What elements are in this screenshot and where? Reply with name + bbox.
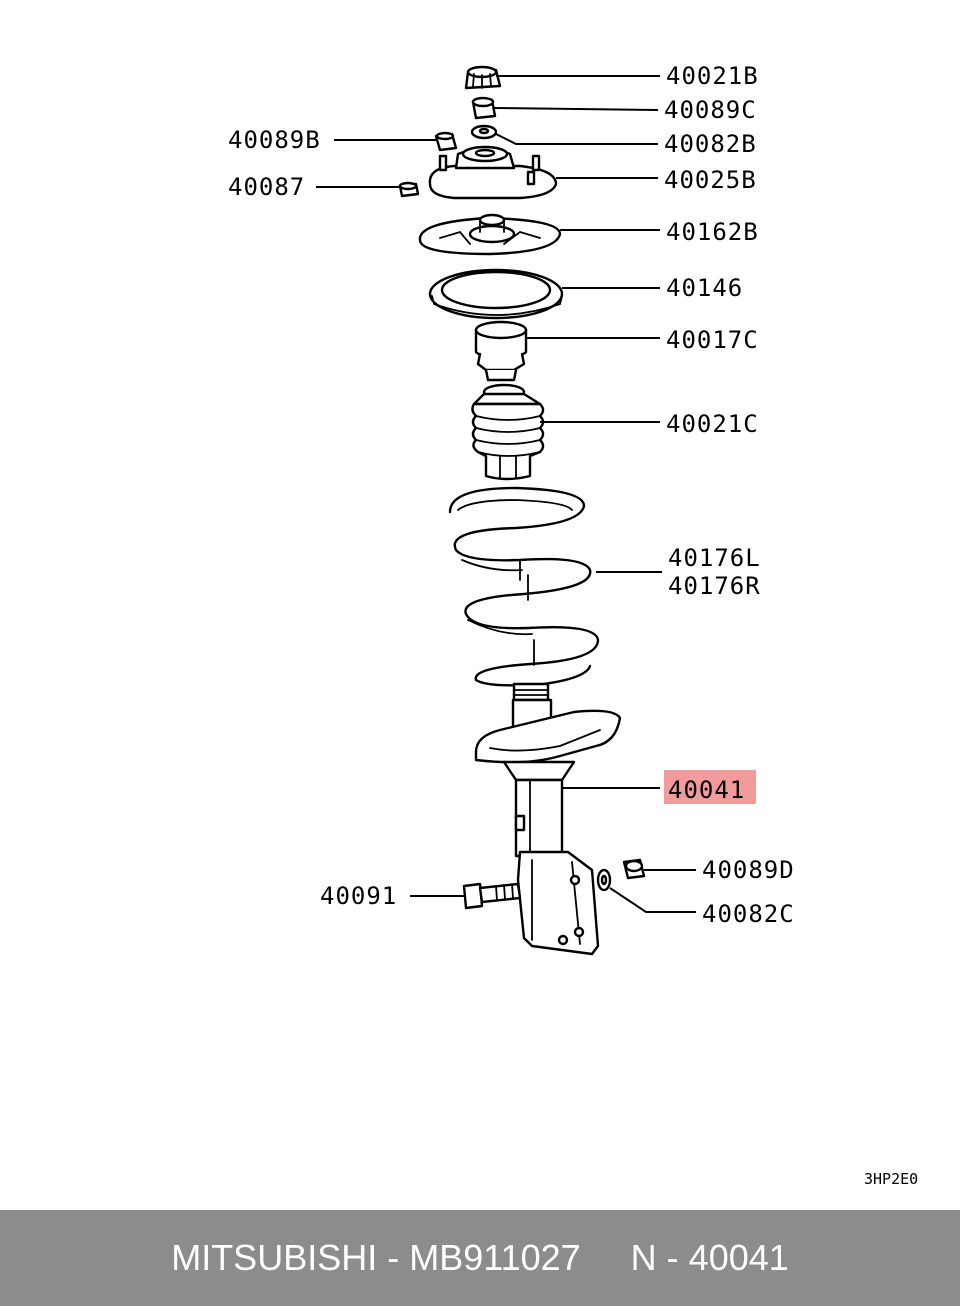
part-40176-coil-spring bbox=[448, 486, 600, 687]
part-40089C-nut bbox=[471, 96, 497, 120]
label-40089C[interactable]: 40089C bbox=[664, 96, 757, 124]
label-40162B[interactable]: 40162B bbox=[666, 218, 759, 246]
part-40041-strut bbox=[474, 682, 622, 956]
label-40082B[interactable]: 40082B bbox=[664, 130, 757, 158]
label-40041[interactable]: 40041 bbox=[668, 776, 745, 804]
part-40091-bolt bbox=[462, 882, 522, 910]
label-40176L[interactable]: 40176L bbox=[668, 544, 761, 572]
part-40021C-dust-boot bbox=[471, 383, 545, 481]
part-40146-spring-pad bbox=[428, 268, 564, 320]
part-40025B-strut-mount bbox=[428, 145, 558, 200]
part-40089D-nut bbox=[622, 858, 646, 880]
label-40021C[interactable]: 40021C bbox=[666, 410, 759, 438]
part-40162B-spring-seat bbox=[418, 213, 562, 256]
strut-assembly-diagram: 40021B 40089C 40089B 40082B 40087 40025B… bbox=[228, 62, 918, 1188]
part-40089B-nut bbox=[434, 131, 458, 152]
part-40021B-cap bbox=[464, 65, 502, 90]
part-40082B-washer bbox=[470, 124, 498, 140]
part-40087-bushing bbox=[398, 181, 420, 198]
label-40089B[interactable]: 40089B bbox=[228, 126, 321, 154]
label-40017C[interactable]: 40017C bbox=[666, 326, 759, 354]
leader-lines bbox=[316, 75, 696, 913]
label-40176R[interactable]: 40176R bbox=[668, 572, 761, 600]
part-40082C-washer bbox=[596, 868, 612, 892]
label-40025B[interactable]: 40025B bbox=[664, 166, 757, 194]
label-40021B[interactable]: 40021B bbox=[666, 62, 759, 90]
footer-bar: MITSUBISHI - MB911027 N - 40041 bbox=[0, 1210, 960, 1306]
footer-part-info: MITSUBISHI - MB911027 N - 40041 bbox=[171, 1237, 789, 1278]
label-40091[interactable]: 40091 bbox=[320, 882, 397, 910]
highlight-40041 bbox=[664, 770, 756, 804]
label-40146[interactable]: 40146 bbox=[666, 274, 743, 302]
drawing-code: 3HP2E0 bbox=[864, 1170, 918, 1188]
label-40089D[interactable]: 40089D bbox=[702, 856, 795, 884]
part-40017C-bump-stop bbox=[474, 320, 528, 382]
label-40087[interactable]: 40087 bbox=[228, 173, 305, 201]
label-40082C[interactable]: 40082C bbox=[702, 900, 795, 928]
